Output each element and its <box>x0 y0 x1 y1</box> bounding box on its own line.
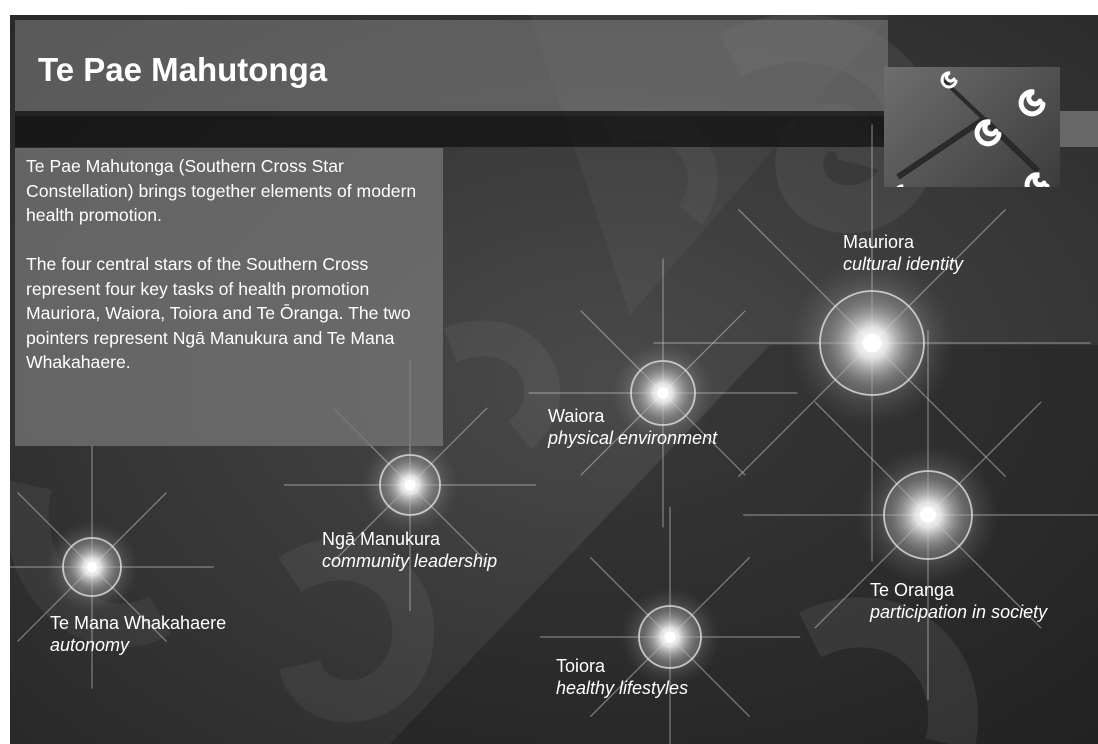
page-title: Te Pae Mahutonga <box>38 51 328 88</box>
star-description: participation in society <box>870 602 1048 622</box>
star-te-mana-whakahaere <box>10 445 214 689</box>
koru-spiral-icon <box>896 71 1050 187</box>
star-description: autonomy <box>50 635 130 655</box>
star-te-oranga <box>743 330 1098 700</box>
star-name: Te Oranga <box>870 580 955 600</box>
star-description: community leadership <box>322 551 498 571</box>
star-toiora <box>539 506 801 744</box>
star-label-mauriora: Mauriora cultural identity <box>843 231 963 275</box>
star-waiora <box>528 258 798 528</box>
star-label-toiora: Toiora healthy lifestyles <box>556 655 688 699</box>
star-name: Waiora <box>548 406 605 426</box>
title-banner-band <box>15 111 888 147</box>
intro-paragraph-1: Te Pae Mahutonga (Southern Cross Star Co… <box>26 156 417 225</box>
star-label-nga-manukura: Ngā Manukura community leadership <box>322 528 497 572</box>
star-label-te-mana-whakahaere: Te Mana Whakahaere autonomy <box>50 612 226 656</box>
star-name: Toiora <box>556 656 606 676</box>
star-label-waiora: Waiora physical environment <box>548 405 717 449</box>
intro-paragraph-2: The four central stars of the Southern C… <box>26 254 411 372</box>
intro-panel <box>15 148 443 446</box>
star-label-te-oranga: Te Oranga participation in society <box>870 579 1047 623</box>
star-description: physical environment <box>548 428 718 448</box>
star-name: Te Mana Whakahaere <box>50 613 227 633</box>
star-constellation <box>10 124 1098 744</box>
diagram-canvas: Te Pae Mahutonga Te Pae Mahutonga (South… <box>10 15 1098 744</box>
star-description: cultural identity <box>843 254 964 274</box>
logo-panel <box>884 67 1060 187</box>
title-banner <box>15 20 888 116</box>
star-mauriora <box>653 124 1091 562</box>
intro-text: Te Pae Mahutonga (Southern Cross Star Co… <box>26 154 436 375</box>
star-name: Ngā Manukura <box>322 529 441 549</box>
star-description: healthy lifestyles <box>556 678 689 698</box>
star-name: Mauriora <box>843 232 915 252</box>
title-banner-right <box>1055 111 1098 147</box>
star-nga-manukura <box>284 359 536 611</box>
